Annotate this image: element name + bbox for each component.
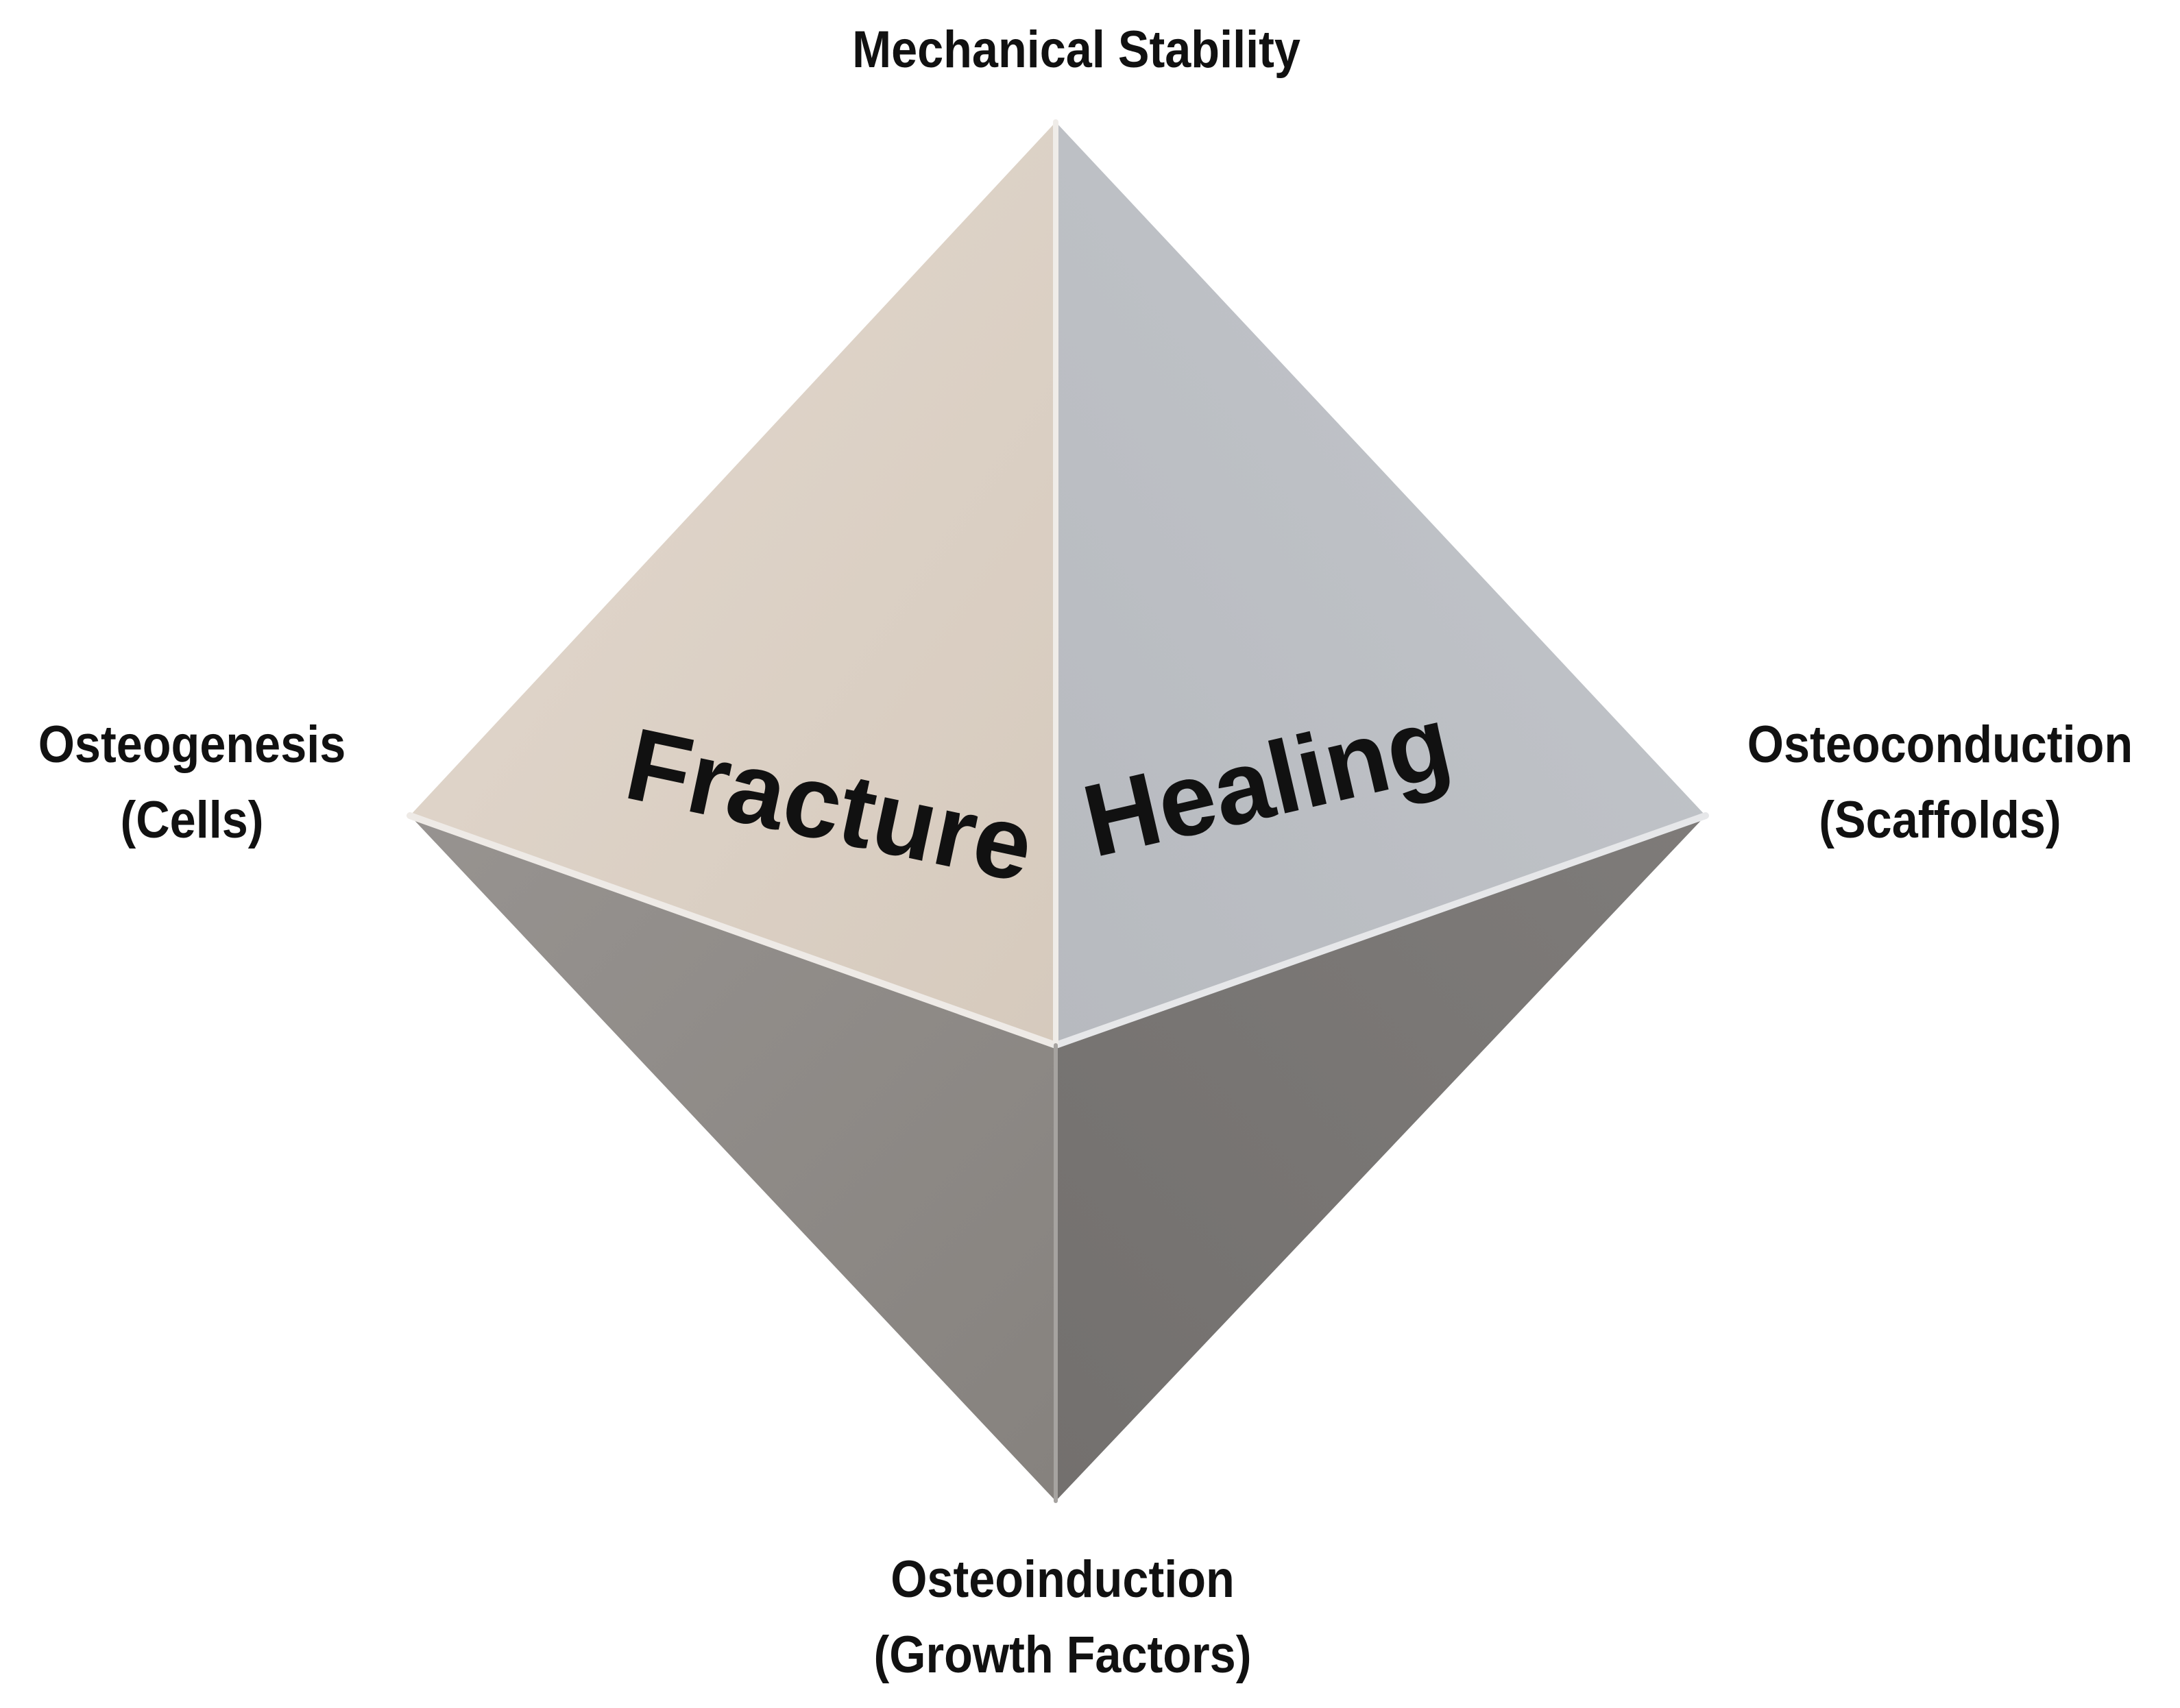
edge-highlight-right <box>1052 812 1709 1049</box>
label-right-line2: (Scaffolds) <box>1819 791 2061 849</box>
label-mechanical-stability: Mechanical Stability <box>842 12 1311 88</box>
label-right-line1: Osteoconduction <box>1747 716 2133 774</box>
label-left-line1: Osteogenesis <box>38 716 346 774</box>
edge-highlight-left <box>407 812 1059 1049</box>
face-upper-left <box>410 122 1056 1045</box>
face-upper-right <box>1056 122 1706 1045</box>
face-lower-left <box>410 816 1056 1501</box>
face-lower-right <box>1056 816 1706 1501</box>
label-top-text: Mechanical Stability <box>852 21 1300 79</box>
label-bottom-line2: (Growth Factors) <box>873 1626 1252 1684</box>
label-osteogenesis: Osteogenesis (Cells) <box>19 707 365 858</box>
label-osteoconduction: Osteoconduction (Scaffolds) <box>1724 707 2156 858</box>
label-osteoinduction: Osteoinduction (Growth Factors) <box>828 1542 1297 1693</box>
label-bottom-line1: Osteoinduction <box>891 1550 1235 1609</box>
label-left-line2: (Cells) <box>120 791 264 849</box>
